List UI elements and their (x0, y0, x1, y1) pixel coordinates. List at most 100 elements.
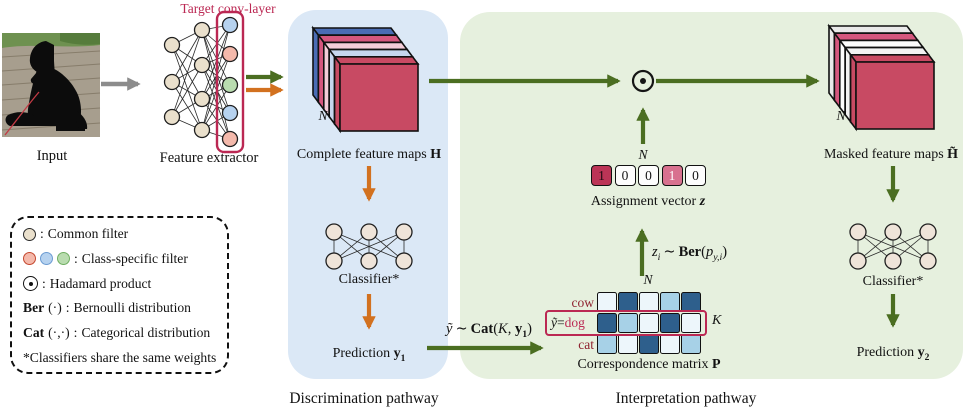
common-filter-node (193, 90, 211, 108)
correspondence-matrix-label: Correspondence matrix P (577, 357, 721, 372)
input-label: Input (36, 148, 68, 164)
cube-layer (327, 48, 415, 58)
cube-layer (317, 32, 325, 112)
cube-layer (312, 25, 320, 105)
input-image (1, 33, 101, 137)
cube-layer (838, 39, 925, 49)
feature-extractor-label: Feature extractor (159, 150, 259, 166)
matrix-cell (639, 313, 659, 333)
cube-layer (848, 53, 936, 63)
target-conv-layer-label: Target conv-layer (180, 1, 276, 16)
cube-layer (827, 25, 915, 35)
n-label-complete: N (318, 108, 328, 123)
target-conv-layer-box (215, 10, 245, 154)
cube-layer (838, 38, 847, 117)
class-filter-red-icon (23, 252, 36, 266)
cube-layer (843, 46, 931, 56)
matrix-cell (597, 334, 617, 354)
network-edge (171, 29, 203, 83)
classifier-node (919, 223, 937, 241)
class-specific-filter-node (221, 130, 239, 148)
matrix-cell (639, 334, 659, 354)
cube-layer (855, 61, 935, 130)
class-specific-filter-node (221, 16, 239, 34)
cube-layer (322, 41, 409, 51)
cube-layer (832, 32, 920, 42)
legend-categorical: Cat(·,·) : Categorical distribution (23, 325, 211, 341)
cube-layer (322, 40, 331, 119)
cat-sampling-formula: ỹ∼Cat(K, y1) (446, 321, 532, 340)
prediction1-label: Prediction y1 (332, 346, 406, 364)
matrix-row-label-cow: cow (571, 295, 595, 310)
legend-bernoulli: Ber(·) : Bernoulli distribution (23, 300, 191, 316)
hadamard-icon (23, 276, 38, 292)
class-filter-blue-icon (40, 252, 53, 266)
cube-layer (844, 45, 852, 125)
classifier-node (395, 223, 413, 241)
assignment-vector-cell: 1 (591, 165, 612, 186)
n-label-matrix: N (643, 272, 653, 287)
interpretation-pathway-label: Interpretation pathway (615, 390, 757, 407)
complete-feature-maps-cube (311, 25, 420, 134)
cube-layer (333, 55, 420, 65)
complete-feature-maps-label: Complete feature maps H (296, 147, 442, 162)
network-edge (171, 29, 203, 118)
matrix-cell (618, 292, 638, 312)
legend-class-specific-filter: : Class-specific filter (23, 251, 217, 267)
classifier2-network (849, 223, 937, 270)
feature-extractor-network (163, 16, 239, 148)
classifier1-network (325, 223, 413, 270)
assignment-vector-cell: 1 (661, 165, 683, 186)
assignment-vector-cell: 0 (638, 165, 659, 186)
matrix-cell (681, 313, 701, 333)
classifier2-label: Classifier* (862, 274, 924, 289)
class-specific-filter-node (221, 45, 239, 63)
cube-layer (833, 30, 841, 110)
network-edge (171, 81, 203, 131)
class-specific-filter-node (221, 76, 239, 94)
common-filter-node (163, 73, 181, 91)
legend-hadamard: : Hadamard product (23, 276, 217, 292)
class-specific-filter-node (221, 104, 239, 122)
network-edge (171, 44, 203, 100)
matrix-row-label-cat: cat (578, 337, 594, 352)
legend-common-filter: : Common filter (23, 226, 217, 242)
cube-layer (849, 52, 857, 132)
matrix-cell (681, 334, 701, 354)
common-filter-node (163, 108, 181, 126)
classifier-node (360, 252, 378, 270)
cube-layer (311, 27, 398, 37)
k-label-matrix: K (712, 313, 722, 328)
legend-box: : Common filter : Class-specific filter … (10, 216, 229, 374)
classifier-node (849, 252, 867, 270)
cube-layer (339, 63, 419, 132)
discrimination-pathway-label: Discrimination pathway (289, 390, 439, 407)
cube-layer (316, 34, 404, 44)
common-filter-node (193, 121, 211, 139)
matrix-cell (681, 292, 701, 312)
classifier-node (849, 223, 867, 241)
matrix-cell (618, 334, 638, 354)
cube-layer (333, 54, 341, 134)
classifier1-label: Classifier* (338, 272, 400, 287)
n-label-masked: N (836, 108, 846, 123)
class-filter-green-icon (57, 252, 70, 266)
network-edge (171, 44, 203, 131)
matrix-cell (660, 292, 680, 312)
ber-sampling-formula: zi∼Ber(py,i) (652, 244, 728, 263)
cube-layer (828, 23, 836, 103)
matrix-cell (660, 313, 680, 333)
network-edge (171, 64, 203, 118)
classifier-node (884, 252, 902, 270)
network-edge (333, 231, 405, 262)
matrix-cell (597, 292, 617, 312)
common-filter-node (163, 36, 181, 54)
matrix-cell (639, 292, 659, 312)
matrix-cell (618, 313, 638, 333)
n-label-vector: N (638, 147, 648, 162)
grass-dark (60, 33, 100, 45)
matrix-row-label-dog: dog (564, 315, 585, 330)
